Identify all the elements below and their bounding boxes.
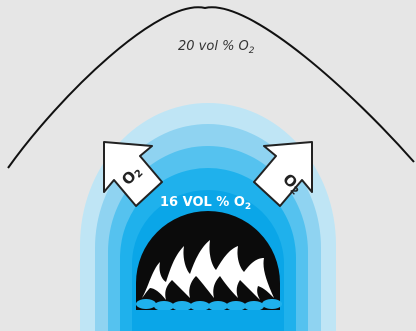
ambient-oxygen-text: 20 vol % O bbox=[178, 39, 249, 54]
ambient-oxygen-label: 20 vol % O2 bbox=[178, 39, 255, 56]
ambient-oxygen-subscript: 2 bbox=[249, 46, 255, 56]
flame-zone-oxygen-label: 16 VOL % O2 bbox=[160, 195, 251, 212]
floor-strip bbox=[136, 310, 280, 316]
flame-zone-oxygen-subscript: 2 bbox=[245, 202, 251, 212]
flame-zone-oxygen-text: 16 VOL % O bbox=[160, 195, 245, 210]
